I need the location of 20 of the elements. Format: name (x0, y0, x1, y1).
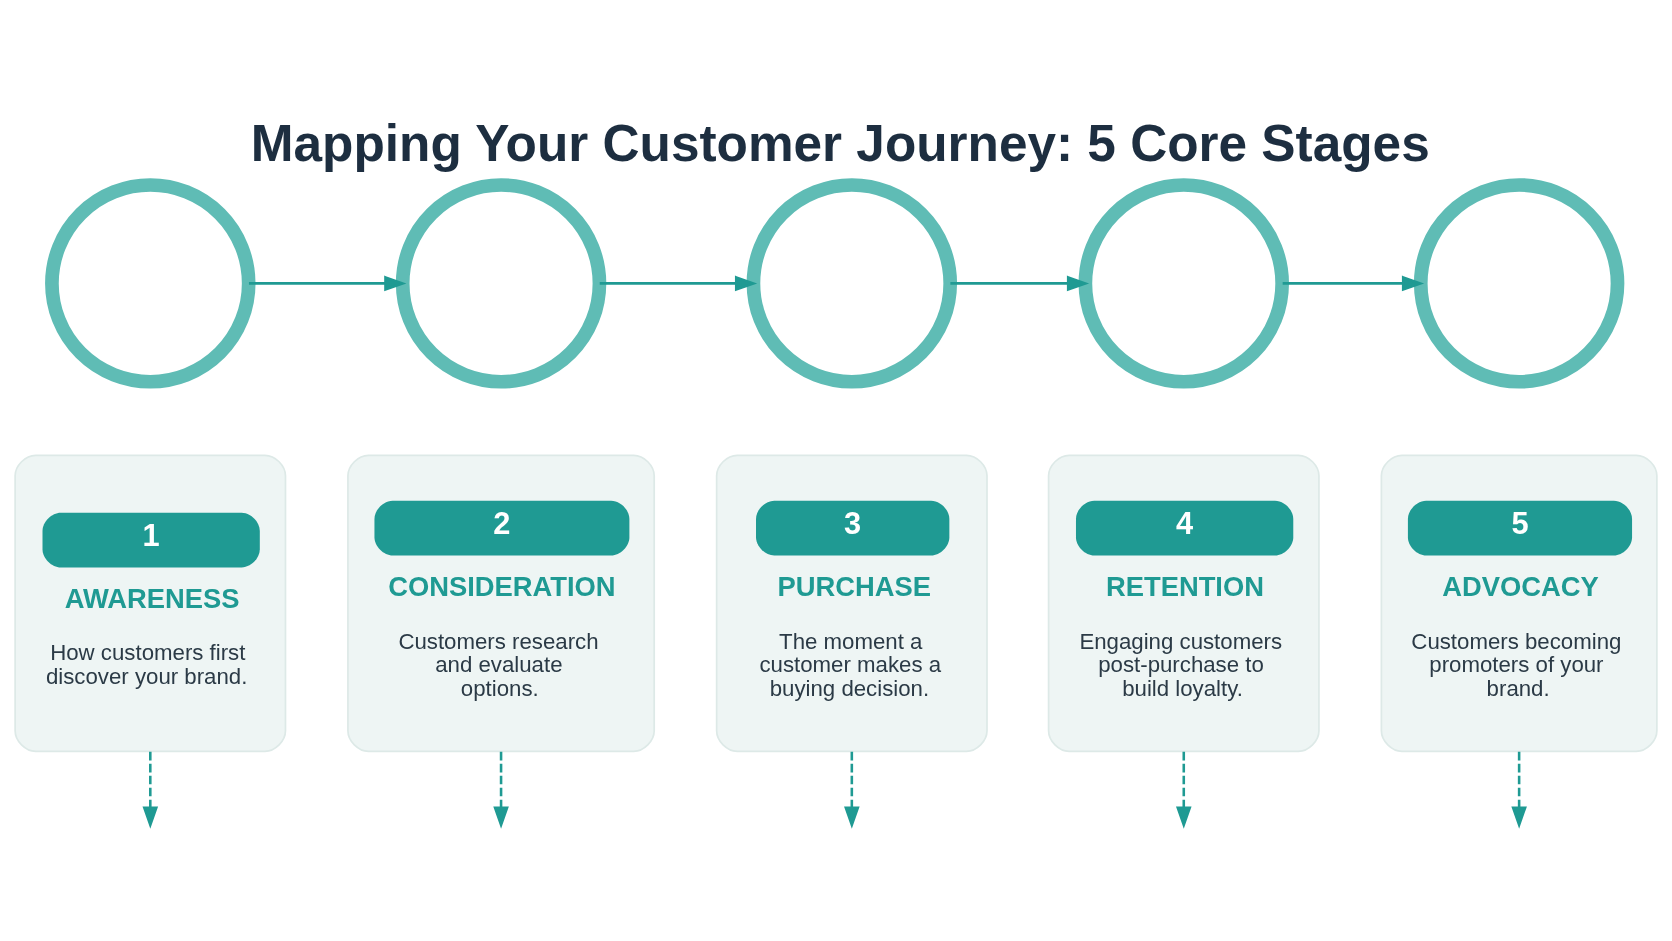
node-box: 4 RETENTION Engaging customers post-purchase to build loyalty. (1047, 454, 1320, 753)
arrow (1175, 751, 1192, 829)
node-circle (746, 178, 958, 389)
arrow (1282, 275, 1425, 292)
node-circle (1078, 178, 1289, 389)
node-box: 2 CONSIDERATION Customers research and evaluate options. (347, 454, 656, 753)
arrow (950, 275, 1090, 292)
arrow (844, 751, 860, 829)
node-box: 5 ADVOCACY Customers becoming promoters of your brand. (1380, 454, 1658, 753)
arrow (599, 275, 758, 292)
node-circle (1413, 178, 1625, 389)
arrow (1511, 751, 1527, 829)
arrow (248, 275, 407, 292)
node-circle (45, 178, 256, 389)
node-circle (395, 178, 607, 389)
node-box: 3 PURCHASE The moment a customer makes a buying decision. (715, 454, 988, 753)
arrow (493, 751, 509, 829)
diagram-title: Mapping Your Customer Journey: 5 Core Stages (250, 115, 1430, 173)
node-box: 1 AWARENESS How customers first discover your brand. (14, 454, 287, 753)
arrow (142, 751, 159, 829)
